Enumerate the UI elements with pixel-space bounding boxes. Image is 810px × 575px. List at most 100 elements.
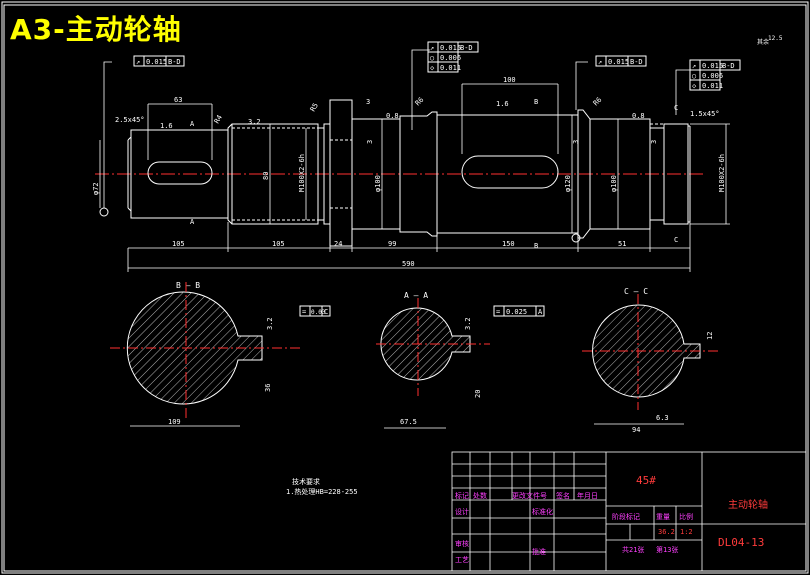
svg-text:6.3: 6.3: [656, 414, 669, 422]
svg-text:105: 105: [272, 240, 285, 248]
svg-text:C: C: [674, 104, 678, 112]
svg-text:590: 590: [402, 260, 415, 268]
svg-text:0.011: 0.011: [440, 64, 461, 72]
svg-text:3: 3: [572, 140, 580, 144]
main-view-labels: 其余 12.5 2.5x45° 1.5x45° 63 100 R4 R5 R6 …: [92, 35, 783, 268]
svg-text:批准: 批准: [532, 547, 546, 556]
svg-text:工艺: 工艺: [455, 556, 469, 564]
section-cc: C — C 94 6.3 12: [582, 287, 720, 434]
svg-text:B: B: [534, 242, 538, 250]
svg-text:年月日: 年月日: [577, 491, 598, 500]
svg-text:100: 100: [503, 76, 516, 84]
svg-text:1.5x45°: 1.5x45°: [690, 110, 720, 118]
svg-text:B — B: B — B: [176, 281, 200, 290]
svg-text:R6: R6: [414, 96, 426, 108]
svg-text:0.025: 0.025: [506, 308, 527, 316]
svg-text:3: 3: [366, 140, 374, 144]
svg-text:A: A: [538, 308, 543, 316]
svg-text:A — A: A — A: [404, 291, 428, 300]
svg-text:0.015: 0.015: [440, 44, 461, 52]
svg-text:3.2: 3.2: [464, 317, 472, 330]
svg-text:99: 99: [388, 240, 396, 248]
svg-text:M100X2-6h: M100X2-6h: [718, 154, 726, 192]
svg-text:24: 24: [334, 240, 342, 248]
svg-text:标准化: 标准化: [532, 507, 553, 516]
svg-text:3.2: 3.2: [248, 118, 261, 126]
svg-text:0.8: 0.8: [632, 112, 645, 120]
svg-text:20: 20: [474, 390, 482, 398]
svg-text:φ120: φ120: [564, 175, 572, 192]
tol-box-center-top: ↗ 0.015 B-D ○ 0.006 ◇ 0.011: [427, 41, 479, 73]
svg-text:B: B: [534, 98, 538, 106]
svg-text:63: 63: [174, 96, 182, 104]
svg-text:主动轮轴: 主动轮轴: [728, 498, 768, 511]
tol-box-left: ↗ 0.015 B-D: [133, 55, 185, 67]
svg-text:36: 36: [264, 384, 272, 392]
inner-border: [3, 4, 807, 572]
tech-note: 技术要求 1.热处理HB=228-255: [286, 477, 358, 496]
svg-text:B-D: B-D: [722, 62, 735, 70]
svg-text:=: =: [302, 308, 306, 316]
section-aa: A — A = 0.025 A 67.5 20 3.2: [376, 291, 545, 429]
svg-text:C — C: C — C: [624, 287, 648, 296]
shaft-outline-bottom: [127, 207, 690, 247]
svg-text:67.5: 67.5: [400, 418, 417, 426]
keyway-middle: [461, 155, 559, 189]
svg-text:签名: 签名: [556, 491, 570, 500]
svg-text:0.8: 0.8: [386, 112, 399, 120]
svg-text:C: C: [674, 236, 678, 244]
tol-box-right: ↗ 0.015 B-D ○ 0.006 ◇ 0.011: [689, 59, 741, 91]
svg-text:3: 3: [366, 98, 370, 106]
title-block: [451, 451, 807, 572]
svg-text:R5: R5: [309, 102, 320, 113]
svg-text:φ100: φ100: [374, 175, 382, 192]
svg-text:36.2: 36.2: [658, 528, 675, 536]
svg-text:105: 105: [172, 240, 185, 248]
svg-text:0.006: 0.006: [702, 72, 723, 80]
svg-text:51: 51: [618, 240, 626, 248]
svg-text:0.015: 0.015: [608, 58, 629, 66]
svg-text:A: A: [190, 120, 195, 128]
svg-text:A: A: [190, 218, 195, 226]
svg-text:0.015: 0.015: [702, 62, 723, 70]
svg-text:↗: ↗: [136, 58, 140, 66]
svg-text:1.6: 1.6: [160, 122, 173, 130]
page-title: A3-主动轮轴: [10, 13, 182, 46]
svg-text:↗: ↗: [598, 58, 602, 66]
svg-text:B-D: B-D: [168, 58, 181, 66]
svg-text:1:2: 1:2: [680, 528, 693, 536]
svg-text:↗: ↗: [692, 62, 696, 70]
section-bb: B — B = 0.03 C 109 36 3.2: [110, 281, 331, 427]
svg-text:标记: 标记: [455, 491, 469, 500]
svg-text:○: ○: [430, 54, 434, 62]
svg-text:处数: 处数: [473, 491, 487, 500]
svg-text:109: 109: [168, 418, 181, 426]
svg-text:3.2: 3.2: [266, 317, 274, 330]
svg-text:↗: ↗: [430, 44, 434, 52]
svg-text:45#: 45#: [636, 474, 656, 487]
svg-text:◇: ◇: [692, 82, 697, 90]
keyway-left: [147, 161, 213, 185]
svg-text:共21张: 共21张: [622, 545, 644, 554]
svg-text:技术要求: 技术要求: [292, 477, 320, 486]
svg-text:M100X2-6h: M100X2-6h: [298, 154, 306, 192]
svg-text:12: 12: [706, 332, 714, 340]
svg-text:0.006: 0.006: [440, 54, 461, 62]
svg-text:φ72: φ72: [92, 182, 100, 195]
svg-text:0.011: 0.011: [702, 82, 723, 90]
svg-text:比例: 比例: [679, 512, 693, 521]
svg-text:2.5x45°: 2.5x45°: [115, 116, 145, 124]
main-view: [95, 99, 705, 247]
svg-text:0.015: 0.015: [146, 58, 167, 66]
svg-text:1.热处理HB=228-255: 1.热处理HB=228-255: [286, 487, 358, 496]
svg-text:0.03: 0.03: [311, 309, 326, 316]
svg-text:◇: ◇: [430, 64, 435, 72]
svg-text:1.6: 1.6: [496, 100, 509, 108]
svg-text:阶段标记: 阶段标记: [612, 512, 640, 521]
svg-text:第13张: 第13张: [656, 545, 678, 554]
svg-text:80: 80: [262, 172, 270, 180]
svg-text:设计: 设计: [455, 507, 469, 516]
svg-text:审核: 审核: [455, 539, 469, 548]
